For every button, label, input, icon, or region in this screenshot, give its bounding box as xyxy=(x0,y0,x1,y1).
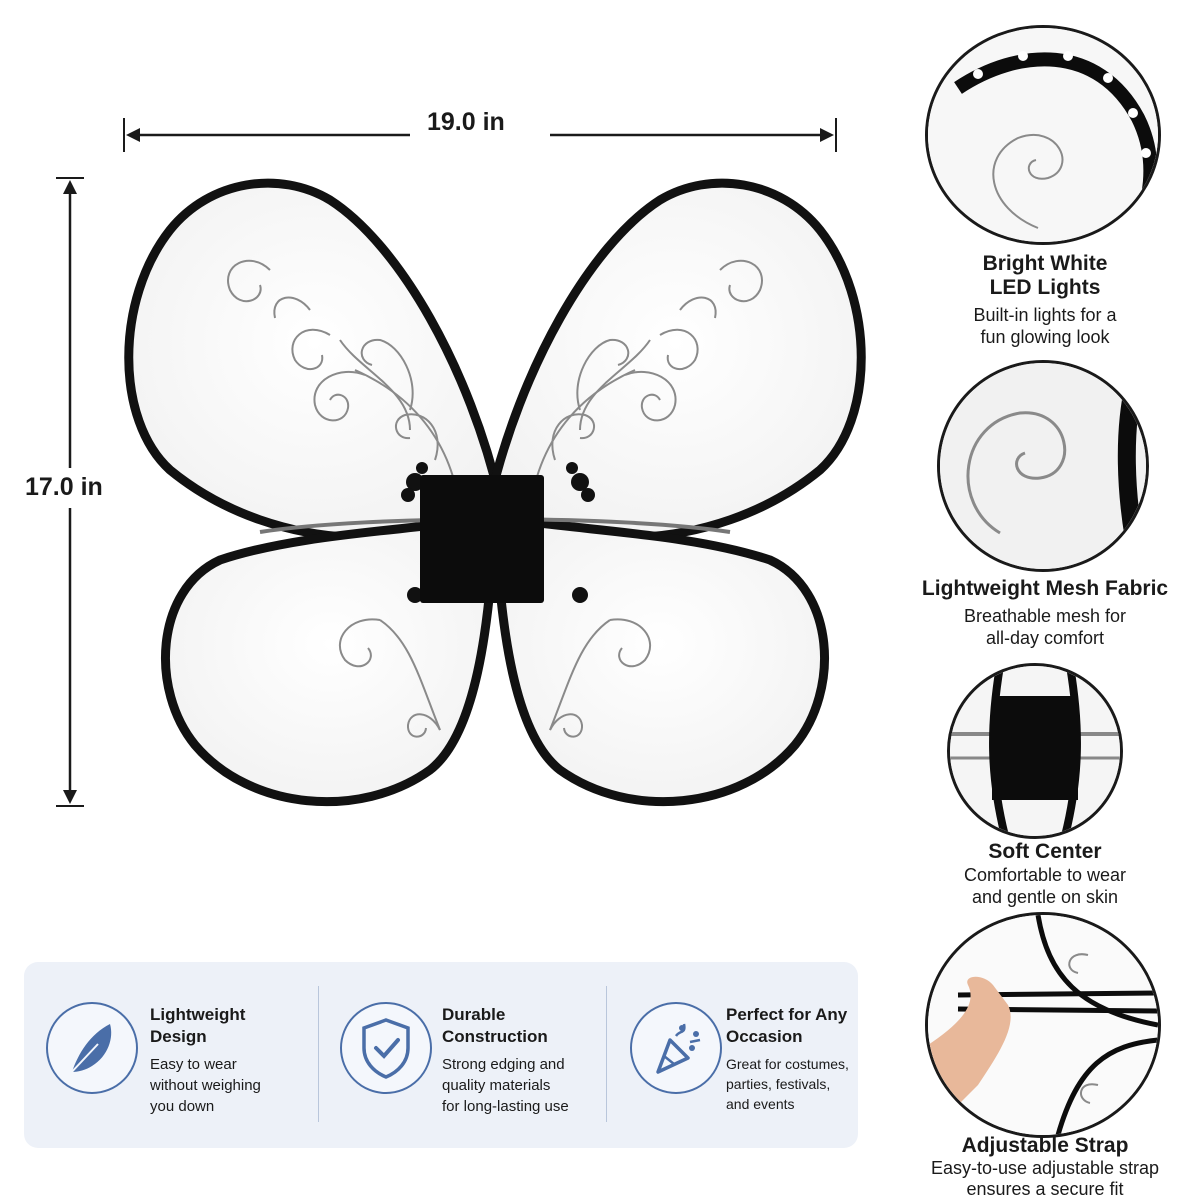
party-popper-icon xyxy=(630,1002,722,1094)
upper-left-wing xyxy=(124,178,506,543)
info-durable-desc-3: for long-lasting use xyxy=(442,1098,569,1115)
mesh-fabric-closeup xyxy=(937,360,1149,572)
info-lightweight-desc-2: without weighing xyxy=(150,1077,261,1094)
butterfly-wings-image xyxy=(124,178,866,807)
info-durable-title-2: Construction xyxy=(442,1027,548,1046)
info-durable-title-1: Durable xyxy=(442,1005,506,1024)
feature-soft-title: Soft Center xyxy=(988,840,1102,863)
feature-led-desc-1: Built-in lights for a xyxy=(973,305,1117,325)
feature-soft-desc-2: and gentle on skin xyxy=(971,887,1119,907)
feature-led-title-1: Bright White xyxy=(982,252,1108,275)
feature-led-title-2: LED Lights xyxy=(989,276,1101,299)
info-lightweight-desc-3: you down xyxy=(150,1098,215,1115)
info-occasion-title-1: Perfect for Any xyxy=(726,1005,848,1024)
led-lights-closeup xyxy=(925,25,1161,245)
upper-right-wing xyxy=(484,178,866,543)
info-occasion-desc-3: and events xyxy=(726,1096,795,1112)
width-dimension-arrow xyxy=(123,118,837,152)
height-dimension-label: 17.0 in xyxy=(25,473,103,501)
feature-led-desc-2: fun glowing look xyxy=(980,327,1110,347)
info-occasion-title-2: Occasion xyxy=(726,1027,803,1046)
info-occasion-desc-2: parties, festivals, xyxy=(726,1076,831,1092)
feature-mesh-title: Lightweight Mesh Fabric xyxy=(921,577,1169,600)
feature-strap-desc-1: Easy-to-use adjustable strap xyxy=(930,1158,1160,1178)
lower-left-wing xyxy=(160,509,500,807)
info-lightweight-title-2: Design xyxy=(150,1027,207,1046)
info-lightweight-title-1: Lightweight xyxy=(150,1005,246,1024)
info-divider-2 xyxy=(606,986,607,1122)
height-dimension-arrow xyxy=(52,177,88,807)
width-dimension-label: 19.0 in xyxy=(427,108,505,136)
feature-mesh-desc-1: Breathable mesh for xyxy=(963,606,1127,626)
feature-strap-desc-2: ensures a secure fit xyxy=(966,1179,1124,1199)
feather-icon xyxy=(46,1002,138,1094)
info-durable-desc-1: Strong edging and xyxy=(442,1056,565,1073)
soft-center-closeup xyxy=(947,663,1123,839)
info-lightweight-desc-1: Easy to wear xyxy=(150,1056,237,1073)
info-durable-desc-2: quality materials xyxy=(442,1077,551,1094)
adjustable-strap-closeup xyxy=(925,912,1161,1138)
info-perfect-occasion: Perfect for Any Occasion Great for costu… xyxy=(608,962,858,1148)
shield-check-icon xyxy=(340,1002,432,1094)
feature-strap-title: Adjustable Strap xyxy=(961,1134,1129,1157)
center-square xyxy=(420,475,544,603)
info-panel: Lightweight Design Easy to wear without … xyxy=(24,962,858,1148)
info-divider-1 xyxy=(318,986,319,1122)
info-durable-construction: Durable Construction Strong edging and q… xyxy=(320,962,610,1148)
info-lightweight-design: Lightweight Design Easy to wear without … xyxy=(24,962,314,1148)
feature-mesh-desc-2: all-day comfort xyxy=(985,628,1105,648)
feature-soft-desc-1: Comfortable to wear xyxy=(963,865,1127,885)
lower-right-wing xyxy=(490,509,830,807)
info-occasion-desc-1: Great for costumes, xyxy=(726,1056,849,1072)
